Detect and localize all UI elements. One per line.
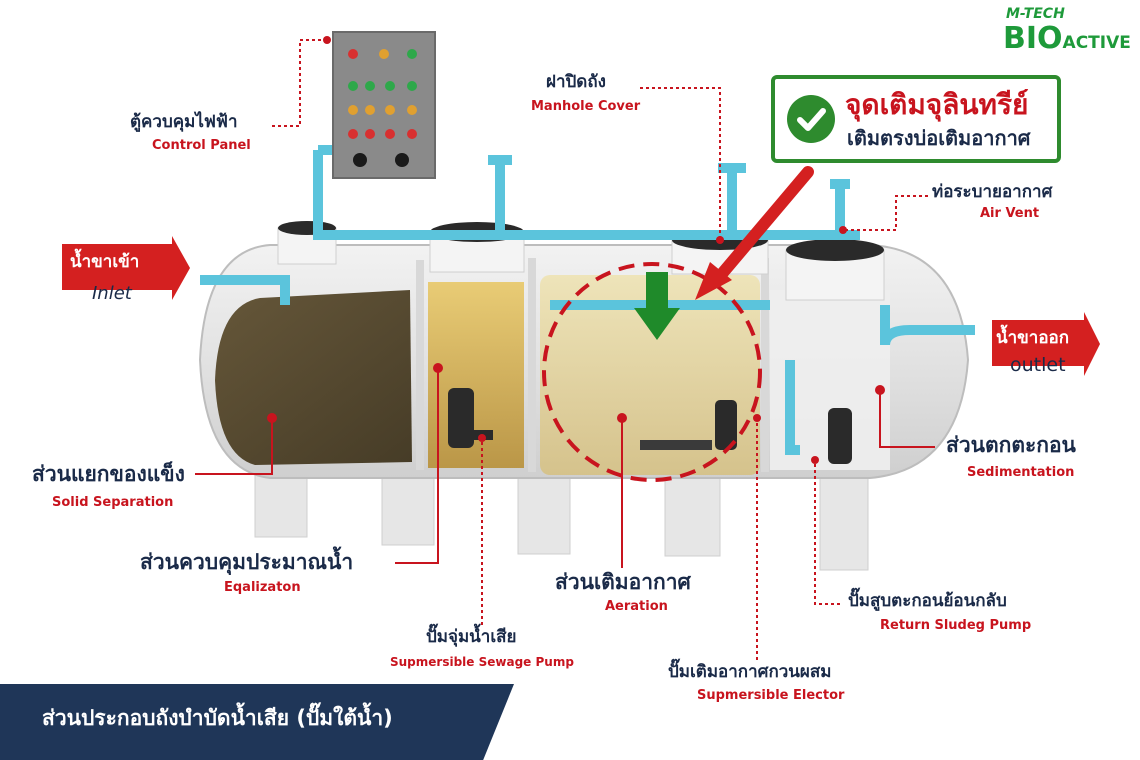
label-sedimentation-en: Sedimentation xyxy=(967,465,1075,480)
label-aeration-en: Aeration xyxy=(605,599,668,614)
footer-banner: ส่วนประกอบถังบำบัดน้ำเสีย (ปั๊มใต้น้ำ) xyxy=(0,684,514,760)
green-down-arrow xyxy=(634,272,680,340)
microbe-callout: จุดเติมจุลินทรีย์ เติมตรงบ่อเติมอากาศ xyxy=(771,75,1061,163)
label-aeration-th: ส่วนเติมอากาศ xyxy=(555,570,691,594)
label-manhole-th: ฝาปิดถัง xyxy=(546,72,606,92)
label-sedimentation-th: ส่วนตกตะกอน xyxy=(946,433,1076,457)
label-solid-separation-th: ส่วนแยกของแข็ง xyxy=(32,462,185,486)
footer-title: ส่วนประกอบถังบำบัดน้ำเสีย (ปั๊มใต้น้ำ) xyxy=(42,706,393,730)
outlet-arrow xyxy=(992,312,1100,376)
label-elector-th: ปั๊มเติมอากาศกวนผสม xyxy=(668,662,832,682)
label-outlet-en: outlet xyxy=(1010,354,1066,376)
indicator-lights xyxy=(348,49,417,139)
brand-logo: BIOACTIVE xyxy=(1003,21,1131,57)
brand-name-suffix: ACTIVE xyxy=(1062,33,1131,53)
label-inlet-th: น้ำขาเข้า xyxy=(70,252,140,272)
equalization-chamber xyxy=(428,282,524,468)
label-sewage-pump-en: Supmersible Sewage Pump xyxy=(390,655,574,669)
label-control-panel-en: Control Panel xyxy=(152,138,251,153)
label-air-vent-th: ท่อระบายอากาศ xyxy=(932,182,1053,202)
label-equalization-en: Eqalizaton xyxy=(224,580,301,595)
control-panel-box xyxy=(332,31,436,179)
pumps xyxy=(448,388,852,464)
label-solid-separation-en: Solid Separation xyxy=(52,495,174,510)
inlet-arrow xyxy=(62,236,190,300)
label-return-pump-en: Return Sludeg Pump xyxy=(880,618,1032,633)
callout-subtitle: เติมตรงบ่อเติมอากาศ xyxy=(847,126,1031,150)
label-manhole-en: Manhole Cover xyxy=(531,99,641,114)
label-equalization-th: ส่วนควบคุมประมาณน้ำ xyxy=(140,550,354,574)
callout-title: จุดเติมจุลินทรีย์ xyxy=(845,88,1029,121)
aeration-chamber xyxy=(540,275,760,475)
aeration-highlight-circle xyxy=(542,262,762,482)
label-control-panel-th: ตู้ควบคุมไฟฟ้า xyxy=(130,112,238,132)
label-elector-en: Supmersible Elector xyxy=(697,688,845,703)
brand-prefix: M-TECH xyxy=(1006,6,1065,22)
label-air-vent-en: Air Vent xyxy=(980,206,1040,221)
label-inlet-en: Inlet xyxy=(92,283,132,304)
solid-separation-chamber xyxy=(215,290,412,465)
label-sewage-pump-th: ปั๊มจุ่มน้ำเสีย xyxy=(426,627,517,647)
brand-name-main: BIO xyxy=(1003,21,1063,56)
label-return-pump-th: ปั๊มสูบตะกอนย้อนกลับ xyxy=(848,591,1007,611)
label-outlet-th: น้ำขาออก xyxy=(996,328,1070,348)
red-callout-arrow xyxy=(695,166,814,300)
check-circle-icon xyxy=(787,95,835,143)
leader-lines xyxy=(195,36,935,660)
